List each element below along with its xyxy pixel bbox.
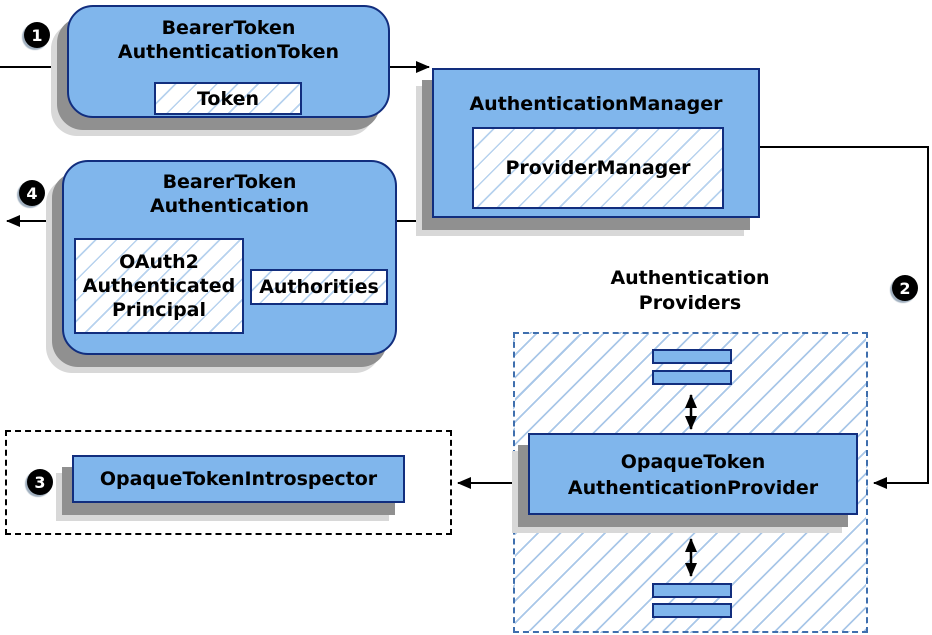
node-authentication-manager: AuthenticationManager ProviderManager (432, 68, 760, 218)
node-bearer-token-authentication-token: BearerToken AuthenticationToken Token (67, 5, 390, 118)
authentication-providers-label-line1: Authentication (610, 267, 770, 289)
node-provider-manager: ProviderManager (472, 127, 724, 209)
node-bearer-token-authentication: BearerToken Authentication OAuth2 Authen… (62, 160, 397, 355)
node-provider-manager-label: ProviderManager (505, 157, 691, 179)
node-token-label: Token (196, 87, 260, 110)
step-badge-2: 2 (892, 275, 918, 301)
node-opaque-token-authentication-provider-title-line2: AuthenticationProvider (567, 477, 819, 499)
node-authorities: Authorities (250, 269, 388, 305)
node-bearer-token-authentication-title-line2: Authentication (149, 195, 310, 217)
step-badge-2-number: 2 (899, 278, 911, 298)
step-badge-3-number: 3 (34, 472, 46, 492)
step-badge-3: 3 (27, 469, 53, 495)
step-badge-4-number: 4 (26, 183, 38, 203)
node-bearer-token-authentication-token-title-line1: BearerToken (161, 17, 296, 39)
node-authentication-manager-title: AuthenticationManager (469, 93, 723, 115)
authentication-providers-label: Authentication Providers (590, 266, 790, 316)
node-oauth2-authenticated-principal-line2: Authenticated (82, 275, 236, 297)
provider-stack-bar-4 (652, 603, 732, 618)
node-opaque-token-introspector-title: OpaqueTokenIntrospector (99, 468, 378, 490)
provider-stack-bar-3 (652, 583, 732, 598)
step-badge-1: 1 (24, 22, 50, 48)
step-badge-1-number: 1 (31, 25, 43, 45)
node-authorities-label: Authorities (259, 276, 379, 298)
authentication-providers-label-line2: Providers (638, 292, 742, 314)
node-bearer-token-authentication-title-line1: BearerToken (162, 171, 297, 193)
node-opaque-token-authentication-provider-title-line1: OpaqueToken (620, 451, 766, 473)
node-opaque-token-authentication-provider: OpaqueToken AuthenticationProvider (528, 433, 858, 515)
node-oauth2-authenticated-principal-line1: OAuth2 (119, 251, 199, 273)
node-token: Token (154, 82, 302, 115)
node-opaque-token-introspector: OpaqueTokenIntrospector (72, 455, 405, 503)
node-oauth2-authenticated-principal: OAuth2 Authenticated Principal (74, 238, 244, 334)
provider-stack-bar-2 (652, 370, 732, 385)
node-bearer-token-authentication-token-title-line2: AuthenticationToken (117, 41, 340, 63)
provider-stack-bar-1 (652, 349, 732, 364)
node-oauth2-authenticated-principal-line3: Principal (111, 299, 207, 321)
step-badge-4: 4 (19, 180, 45, 206)
